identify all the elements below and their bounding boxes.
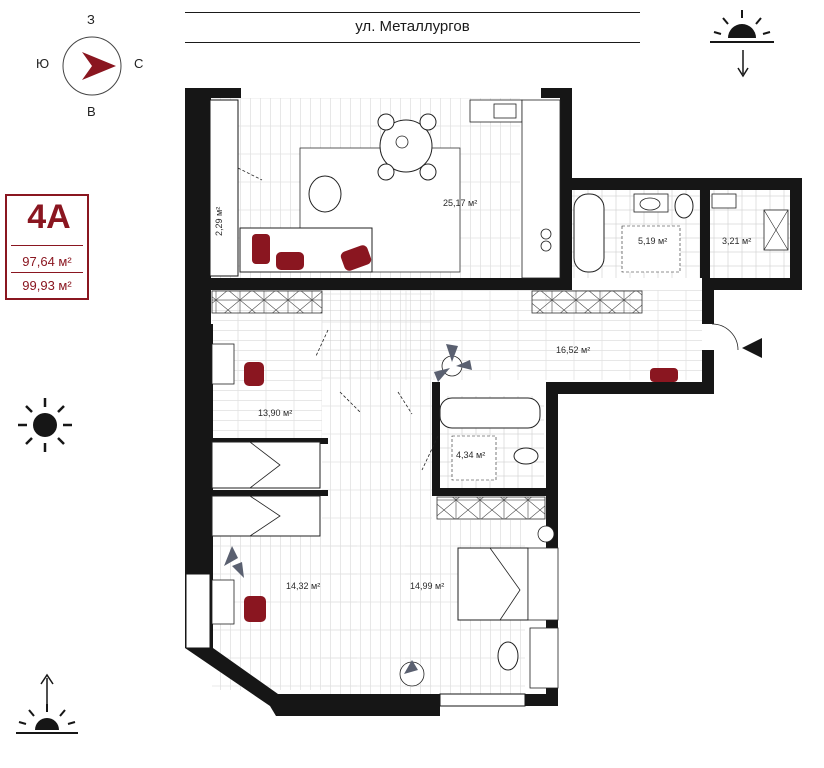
room-area-bathroom-1: 5,19 м²	[638, 236, 668, 246]
sunset-icon	[16, 704, 78, 734]
room-area-bedroom-2: 14,32 м²	[286, 581, 321, 591]
room-area-bathroom-2: 4,34 м²	[456, 450, 486, 460]
room-area-hallway: 16,52 м²	[556, 345, 591, 355]
compass-icon	[62, 36, 122, 96]
bedroom-2-floor	[212, 520, 357, 690]
room-area-bedroom-1: 13,90 м²	[258, 408, 293, 418]
apartment-area-living: 97,64 м²	[22, 254, 72, 269]
room-area-balcony: 2,29 м²	[214, 206, 224, 236]
apartment-divider-2	[11, 272, 83, 273]
compass-north-label: З	[87, 12, 95, 27]
street-name: ул. Металлургов	[355, 18, 470, 35]
apartment-divider	[11, 245, 83, 246]
compass-east-label: С	[134, 56, 144, 71]
apartment-info-box: 4А 97,64 м² 99,93 м²	[5, 194, 89, 300]
sunrise-icon	[710, 10, 774, 43]
up-arrow-icon	[40, 673, 54, 706]
compass-south-label: В	[87, 104, 96, 119]
down-arrow-icon	[737, 50, 749, 78]
room-area-bedroom-3: 14,99 м²	[410, 581, 445, 591]
compass-west-label: Ю	[36, 56, 50, 71]
room-area-kitchen-living: 25,17 м²	[443, 198, 478, 208]
street-line-top	[185, 12, 640, 13]
street-line-bottom	[185, 42, 640, 43]
sun-icon	[18, 398, 72, 452]
entrance-arrow-icon	[742, 338, 762, 358]
room-area-wc: 3,21 м²	[722, 236, 752, 246]
apartment-area-total: 99,93 м²	[22, 278, 72, 293]
apartment-code: 4А	[27, 198, 71, 236]
